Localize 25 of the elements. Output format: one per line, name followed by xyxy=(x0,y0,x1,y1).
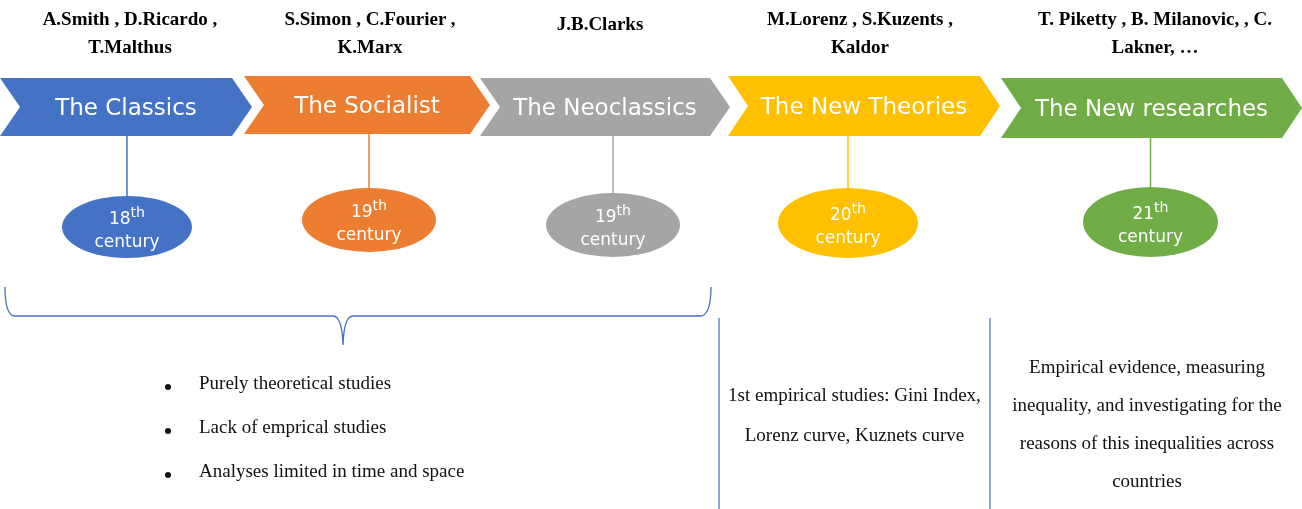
bullet-text: Lack of emprical studies xyxy=(199,416,387,438)
era-banner: The Classics xyxy=(0,78,252,136)
century-ellipse: 19$^{th}$ century xyxy=(546,193,680,257)
connector-line xyxy=(368,133,370,189)
connector-line xyxy=(1149,137,1152,188)
author-names: J.B.Clarks xyxy=(555,12,645,36)
author-names: T. Piketty , B. Milanovic, , C. Lakner, … xyxy=(1037,7,1273,59)
era-banner: The New researches xyxy=(1001,78,1302,138)
author-names: A.Smith , D.Ricardo , T.Malthus xyxy=(41,7,219,59)
description-text: Empirical evidence, measuring inequality, and investigating for the reasons of this inequalities across countries xyxy=(1011,355,1283,493)
century-ellipse: 18$^{th}$ century xyxy=(62,196,192,258)
century-ellipse: 19$^{th}$ century xyxy=(302,188,436,252)
connector-line xyxy=(847,135,849,189)
era-banner: The Neoclassics xyxy=(480,78,730,136)
century-ellipse: 21$^{th}$ century xyxy=(1083,187,1218,257)
century-ellipse: 20$^{th}$ century xyxy=(778,188,918,258)
connector-line xyxy=(612,135,614,194)
era-banner: The New Theories xyxy=(728,76,1000,136)
author-names: S.Simon , C.Fourier , K.Marx xyxy=(283,7,457,59)
bullet-text: Analyses limited in time and space xyxy=(199,460,465,482)
bullet-text: Purely theoretical studies xyxy=(199,372,392,394)
description-text: 1st empirical studies: Gini Index, Lorenz curve, Kuznets curve xyxy=(727,383,982,447)
connector-line xyxy=(126,135,128,197)
era-banner: The Socialist xyxy=(244,76,490,134)
author-names: M.Lorenz , S.Kuzents , Kaldor xyxy=(766,7,954,59)
